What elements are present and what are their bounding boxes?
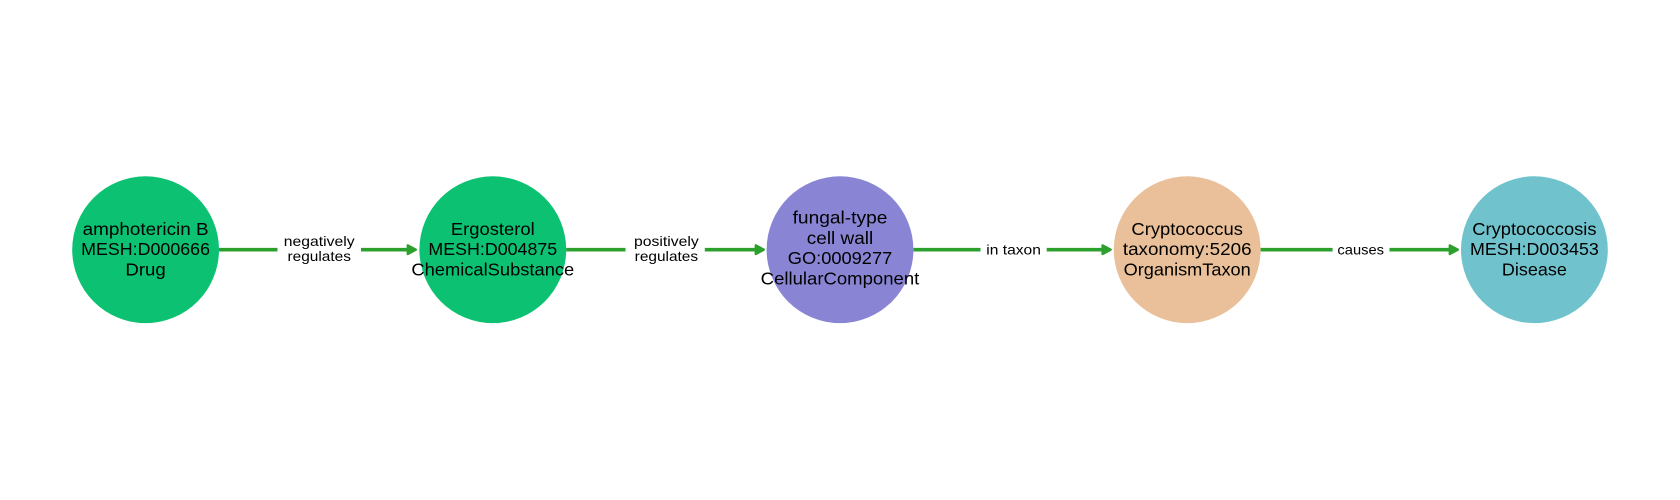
svg-text:taxonomy:5206: taxonomy:5206 bbox=[1123, 239, 1252, 259]
svg-text:fungal-type: fungal-type bbox=[793, 208, 888, 228]
svg-text:Cryptococcosis: Cryptococcosis bbox=[1472, 219, 1597, 239]
svg-text:MESH:D000666: MESH:D000666 bbox=[81, 239, 210, 259]
svg-text:causes: causes bbox=[1337, 242, 1384, 258]
svg-text:negatively: negatively bbox=[284, 233, 355, 249]
svg-text:GO:0009277: GO:0009277 bbox=[788, 248, 893, 268]
svg-text:MESH:D004875: MESH:D004875 bbox=[428, 239, 557, 259]
svg-text:Drug: Drug bbox=[125, 259, 165, 279]
svg-text:amphotericin B: amphotericin B bbox=[83, 219, 209, 239]
svg-text:regulates: regulates bbox=[288, 248, 351, 264]
svg-text:cell wall: cell wall bbox=[807, 228, 873, 248]
svg-text:MESH:D003453: MESH:D003453 bbox=[1470, 239, 1599, 259]
svg-text:CellularComponent: CellularComponent bbox=[761, 268, 920, 288]
svg-text:OrganismTaxon: OrganismTaxon bbox=[1124, 259, 1251, 279]
svg-text:positively: positively bbox=[634, 233, 699, 249]
svg-text:in taxon: in taxon bbox=[986, 242, 1041, 258]
svg-text:ChemicalSubstance: ChemicalSubstance bbox=[411, 259, 574, 279]
svg-text:Cryptococcus: Cryptococcus bbox=[1131, 219, 1243, 239]
svg-text:regulates: regulates bbox=[635, 248, 698, 264]
svg-text:Disease: Disease bbox=[1502, 259, 1567, 279]
svg-text:Ergosterol: Ergosterol bbox=[451, 219, 535, 239]
